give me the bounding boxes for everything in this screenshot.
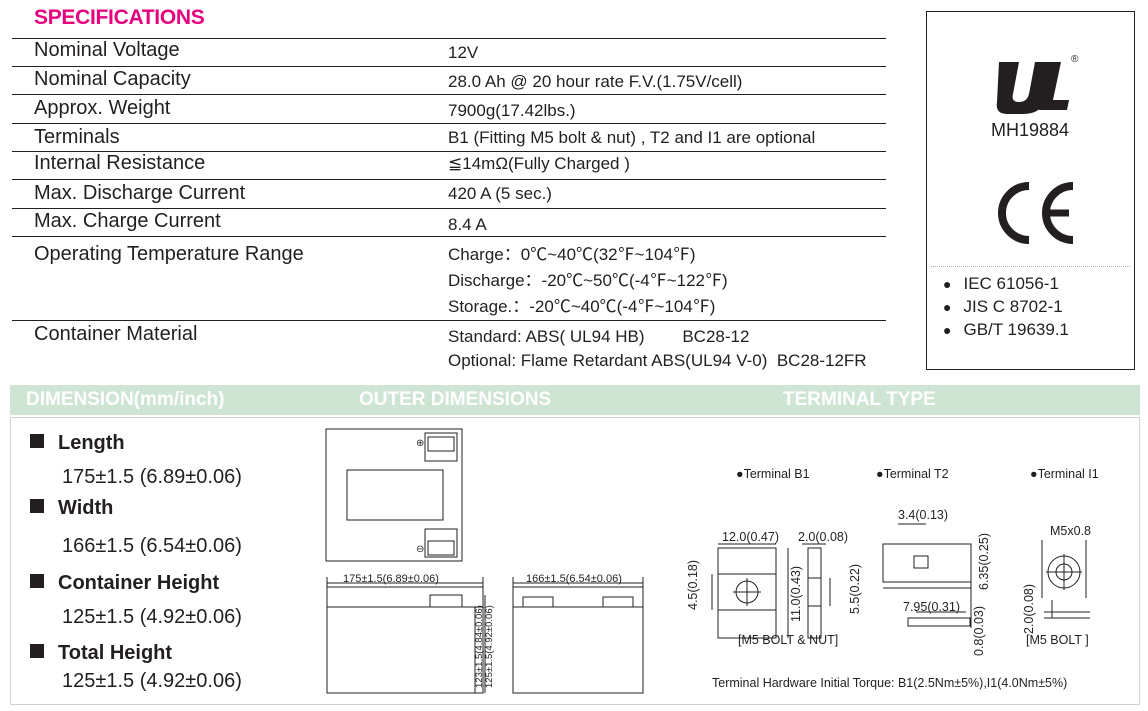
minus-terminal-mark: ⊖ [416,544,424,555]
spec-label: Internal Resistance [34,152,206,174]
torque-note: Terminal Hardware Initial Torque: B1(2.5… [712,676,1068,690]
material-standard: Standard: ABS( UL94 HB) BC28-12 [448,327,750,346]
i1-dim-height: 2.0(0.08) [1022,583,1036,634]
spec-value: 7900g(17.42lbs.) [448,101,576,120]
outer-total-height-label: 125±1.5(4.92±0.06) [484,605,495,688]
t2-dim-thickness: 0.8(0.03) [972,605,986,656]
total-height-heading: Total Height [30,642,172,665]
container-height-value: 125±1.5 (4.92±0.06) [62,606,242,628]
divider [12,94,886,95]
standard-item: ●GB/T 19639.1 [943,320,1070,339]
divider [12,123,886,124]
container-height-heading: Container Height [30,572,219,595]
spec-label: Operating Temperature Range [34,243,304,265]
temp-charge: Charge：0℃~40℃(32℉~104℉) [448,245,696,264]
width-value: 166±1.5 (6.54±0.06) [62,535,242,557]
spec-label: Container Material [34,323,198,345]
terminal-drawings [711,523,1090,639]
dimension-heading: DIMENSION(mm/inch) [26,389,225,410]
terminal-i1-title: ●Terminal I1 [1030,467,1099,481]
spec-value: 12V [448,43,479,62]
t2-dim-width: 3.4(0.13) [898,508,949,522]
spec-label: Terminals [34,126,120,148]
section-bar [10,385,1140,415]
spec-value: Charge：0℃~40℃(32℉~104℉) Discharge：-20℃~5… [448,242,728,320]
spec-value: 8.4 A [448,215,487,234]
total-height-value: 125±1.5 (4.92±0.06) [62,670,242,692]
dimension-panel [10,417,1140,705]
b1-dim-width: 12.0(0.47) [722,530,779,544]
spec-value: ≦14mΩ(Fully Charged ) [448,154,630,173]
square-bullet-icon [30,434,44,448]
standard-item: ●IEC 61056-1 [943,274,1059,293]
bullet-icon: ● [943,299,952,315]
b1-dim-height: 11.0(0.43) [789,565,803,622]
spec-label: Approx. Weight [34,97,171,119]
terminal-type-heading: TERMINAL TYPE [783,389,936,410]
spec-value: 28.0 Ah @ 20 hour rate F.V.(1.75V/cell) [448,72,743,91]
divider [12,208,886,209]
bullet-icon: ● [876,467,884,481]
spec-label: Nominal Capacity [34,68,191,90]
divider [12,151,886,152]
terminal-t2-title: ●Terminal T2 [876,467,949,481]
b1-dim-hole: 4.5(0.18) [686,559,700,610]
spec-label: Max. Charge Current [34,210,221,232]
material-optional: Optional: Flame Retardant ABS(UL94 V-0) … [448,351,867,370]
length-value: 175±1.5 (6.89±0.06) [62,466,242,488]
b1-dim-thickness: 2.0(0.08) [798,530,849,544]
divider [12,179,886,180]
ce-mark-icon [998,182,1074,244]
standards-list: ●IEC 61056-1 ●JIS C 8702-1 ●GB/T 19639.1 [943,274,1069,343]
ul-logo-icon [996,62,1069,114]
t2-dim-height: 6.35(0.25) [977,533,991,590]
i1-caption: [M5 BOLT ] [1026,633,1089,647]
terminal-b1-title: ●Terminal B1 [736,467,810,481]
spec-value: B1 (Fitting M5 bolt & nut) , T2 and I1 a… [448,128,816,147]
length-heading: Length [30,432,125,455]
temp-storage: Storage.：-20℃~40℃(-4℉~104℉) [448,297,716,316]
registered-mark: ® [1071,54,1079,65]
standard-item: ●JIS C 8702-1 [943,297,1063,316]
spec-value: Standard: ABS( UL94 HB) BC28-12 Optional… [448,325,867,373]
divider [12,66,886,67]
spec-label: Nominal Voltage [34,39,180,61]
bullet-icon: ● [736,467,744,481]
bullet-icon: ● [943,322,952,338]
outer-width-label: 166±1.5(6.54±0.06) [526,573,622,585]
b1-caption: [M5 BOLT & NUT] [738,633,839,647]
outer-dimensions-heading: OUTER DIMENSIONS [359,389,552,410]
square-bullet-icon [30,499,44,513]
divider [12,320,886,321]
i1-dim-thread: M5x0.8 [1050,524,1091,538]
square-bullet-icon [30,644,44,658]
square-bullet-icon [30,574,44,588]
certification-box: ® MH19884 ●IEC 61056-1 ●JIS C 8702-1 ●GB… [926,11,1135,370]
ul-code: MH19884 [990,120,1070,140]
outer-length-label: 175±1.5(6.89±0.06) [343,573,439,585]
bullet-icon: ● [1030,467,1038,481]
plus-terminal-mark: ⊕ [416,438,424,449]
temp-discharge: Discharge：-20℃~50℃(-4℉~122℉) [448,271,728,290]
t2-dim-length: 7.95(0.31) [903,600,960,614]
width-heading: Width [30,497,113,520]
divider [12,236,886,237]
specifications-title: SPECIFICATIONS [34,6,205,29]
spec-label: Max. Discharge Current [34,182,246,204]
spec-value: 420 A (5 sec.) [448,184,552,203]
divider [12,38,886,39]
bullet-icon: ● [943,276,952,292]
b1-dim-slot: 5.5(0.22) [848,563,862,614]
divider [931,266,1130,268]
outer-dimensions-drawing: ⊕ ⊖ [325,428,644,694]
